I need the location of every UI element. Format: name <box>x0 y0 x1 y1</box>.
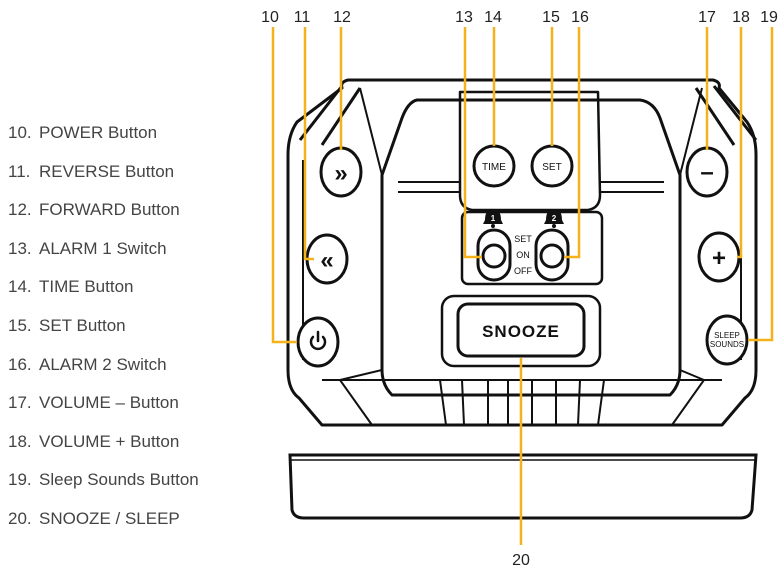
alarm2-switch[interactable] <box>534 228 570 282</box>
legend-label: VOLUME + Button <box>39 432 180 451</box>
legend-number: 12. <box>8 200 32 219</box>
legend-item-alarm2: 16. ALARM 2 Switch <box>8 355 167 375</box>
legend-label: ALARM 2 Switch <box>39 355 167 374</box>
sounds-label: SOUNDS <box>710 340 744 349</box>
legend-number: 10. <box>8 123 32 142</box>
legend-item-volume-minus: 17. VOLUME – Button <box>8 393 179 413</box>
callout-13: 13 <box>455 9 473 26</box>
legend-label: VOLUME – Button <box>39 393 179 412</box>
legend-item-sleep-sounds: 19. Sleep Sounds Button <box>8 470 199 490</box>
forward-icon: » <box>334 160 347 187</box>
legend-item-snooze: 20. SNOOZE / SLEEP <box>8 509 180 529</box>
alarm1-bell-icon: 1 <box>483 209 503 228</box>
legend-label: SNOOZE / SLEEP <box>39 509 180 528</box>
callout-14: 14 <box>484 9 502 26</box>
snooze-label: SNOOZE <box>482 322 560 341</box>
legend-number: 14. <box>8 277 32 296</box>
callout-18: 18 <box>732 9 750 26</box>
sleep-label: SLEEP <box>714 331 740 340</box>
callout-20: 20 <box>512 552 530 569</box>
sleep-sounds-button[interactable]: SLEEP SOUNDS <box>705 314 749 366</box>
snooze-button[interactable]: SNOOZE <box>456 302 586 358</box>
legend-item-power: 10. POWER Button <box>8 123 157 143</box>
leader-11 <box>303 27 314 261</box>
leader-10 <box>271 27 297 344</box>
power-button[interactable] <box>296 316 340 368</box>
legend-label: POWER Button <box>39 123 158 142</box>
legend-number: 19. <box>8 470 32 489</box>
legend-label: SET Button <box>39 316 126 335</box>
legend-item-set: 15. SET Button <box>8 316 126 336</box>
leader-19 <box>748 27 774 342</box>
leader-lines <box>271 27 774 545</box>
legend-label: TIME Button <box>39 277 134 296</box>
time-button[interactable]: TIME <box>472 144 516 188</box>
callout-12: 12 <box>333 9 351 26</box>
legend-item-volume-plus: 18. VOLUME + Button <box>8 432 179 452</box>
legend-number: 20. <box>8 509 32 528</box>
switch-position-off: OFF <box>514 266 532 276</box>
leader-13 <box>463 27 482 259</box>
callout-19: 19 <box>760 9 778 26</box>
callout-11: 11 <box>294 9 311 26</box>
legend-label: Sleep Sounds Button <box>39 470 199 489</box>
legend-item-time: 14. TIME Button <box>8 277 133 297</box>
callout-16: 16 <box>571 9 589 26</box>
set-button[interactable]: SET <box>530 144 574 188</box>
plus-icon: + <box>712 245 726 272</box>
forward-button[interactable]: » <box>319 146 363 198</box>
volume-minus-button[interactable]: – <box>685 146 729 198</box>
alarm2-bell-icon: 2 <box>544 209 564 228</box>
legend-number: 18. <box>8 432 32 451</box>
power-icon <box>309 330 327 351</box>
legend-item-forward: 12. FORWARD Button <box>8 200 180 220</box>
legend-number: 17. <box>8 393 32 412</box>
switch-position-set: SET <box>514 234 532 244</box>
set-label: SET <box>542 162 561 173</box>
alarm1-marker: 1 <box>491 214 496 223</box>
minus-icon: – <box>700 159 713 186</box>
legend-number: 16. <box>8 355 32 374</box>
legend-item-alarm1: 13. ALARM 1 Switch <box>8 239 167 259</box>
legend-item-reverse: 11. REVERSE Button <box>8 162 174 182</box>
switch-position-on: ON <box>516 250 530 260</box>
legend-number: 11. <box>8 162 31 181</box>
alarm1-switch[interactable] <box>476 228 512 282</box>
callout-10: 10 <box>261 9 279 26</box>
base-plate <box>288 453 758 520</box>
legend-number: 13. <box>8 239 32 258</box>
time-label: TIME <box>482 162 506 173</box>
alarm2-marker: 2 <box>552 214 557 223</box>
leader-16 <box>564 27 581 259</box>
callout-17: 17 <box>698 9 716 26</box>
volume-plus-button[interactable]: + <box>697 231 741 283</box>
legend-number: 15. <box>8 316 32 335</box>
legend-label: REVERSE Button <box>39 162 175 181</box>
legend-label: FORWARD Button <box>39 200 180 219</box>
reverse-icon: « <box>320 247 333 274</box>
callout-15: 15 <box>542 9 560 26</box>
legend-label: ALARM 1 Switch <box>39 239 167 258</box>
leader-18 <box>737 27 743 259</box>
